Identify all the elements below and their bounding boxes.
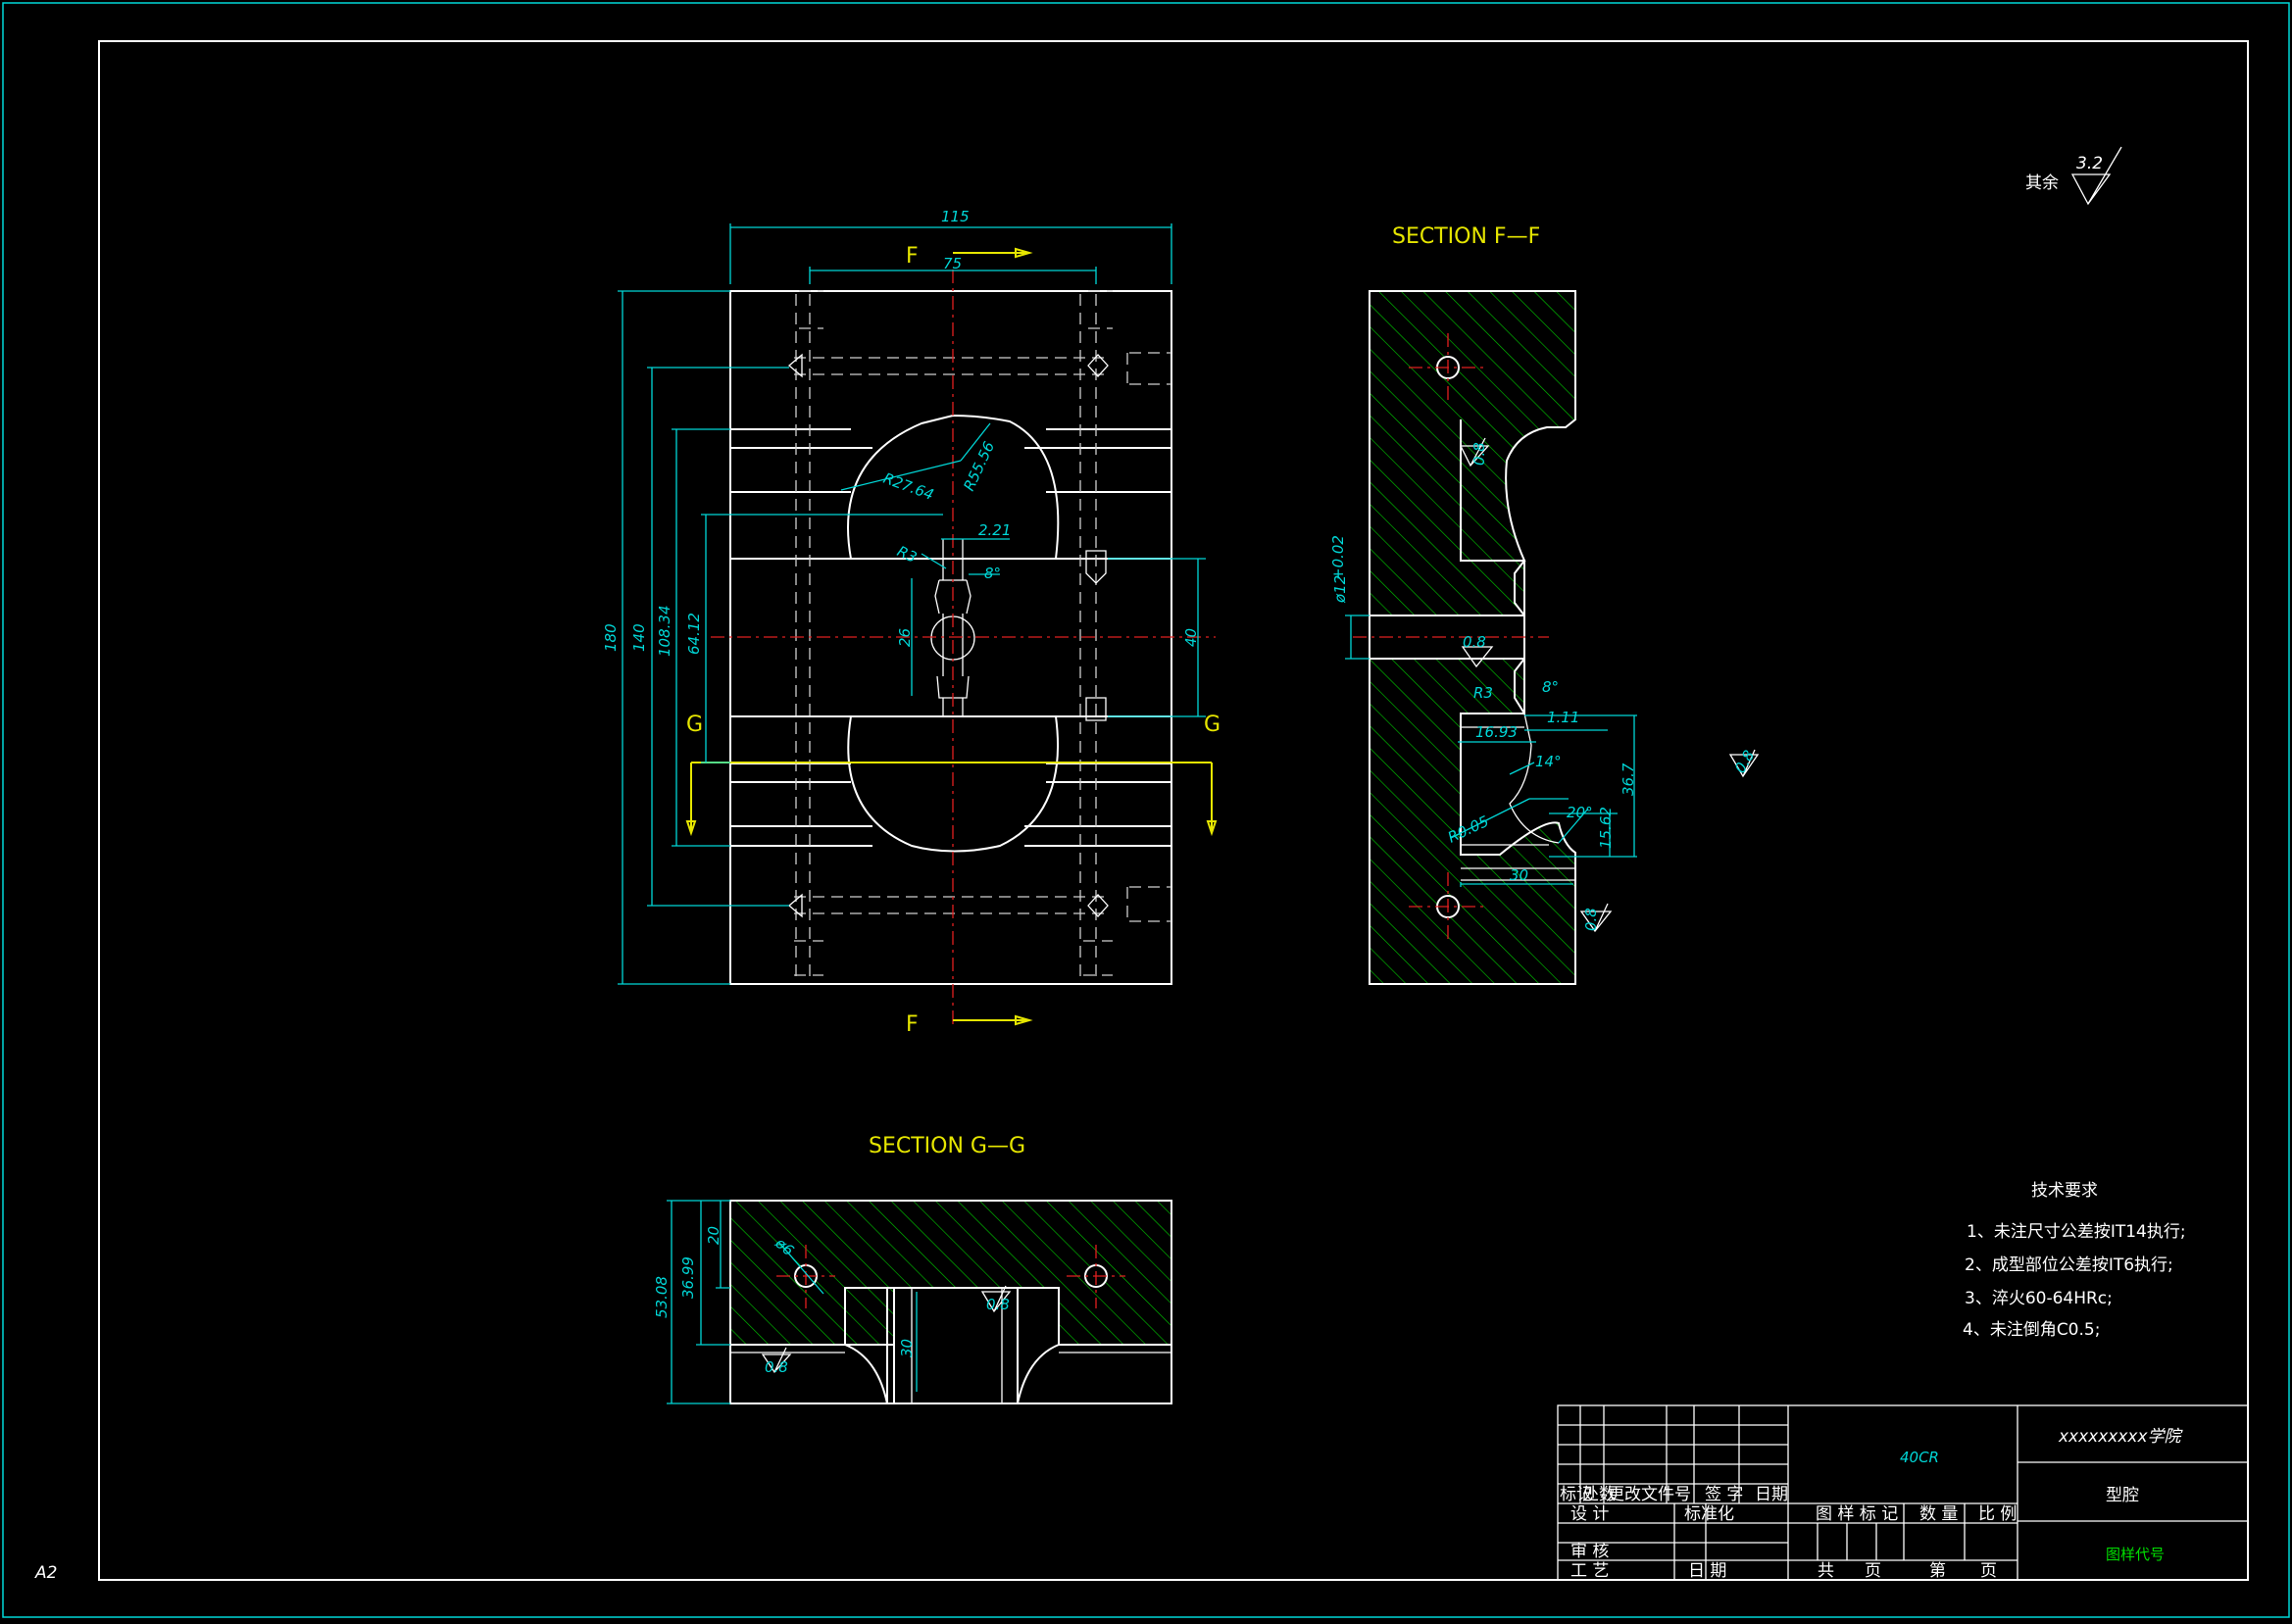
tech-requirement-1: 1、未注尺寸公差按IT14执行;	[1967, 1222, 2186, 1242]
dim-140: 140	[630, 623, 648, 652]
gg-dim-36-99: 36.99	[679, 1256, 697, 1299]
roughness-symbol-icon	[2070, 146, 2122, 206]
dim-115: 115	[941, 208, 970, 225]
main-view: F F G G 115 75 180 140 108.34 64.12 26 4…	[602, 208, 1221, 1037]
title-review: 审 核	[1570, 1542, 1609, 1561]
ff-dim-angle-20: 20°	[1567, 804, 1593, 821]
lower-cavity	[847, 715, 1060, 853]
section-gg-title: SECTION G—G	[869, 1134, 1025, 1158]
section-ff-hatch-top	[1369, 290, 1576, 616]
mark-header-pattern: 图 样 标 记	[1816, 1504, 1898, 1524]
dim-r3: R3	[894, 542, 920, 566]
ff-dim-tol: +0.02	[1329, 535, 1347, 580]
title-process: 工 艺	[1570, 1561, 1609, 1581]
gg-dim-30: 30	[898, 1339, 916, 1357]
ff-dim-1-11: 1.11	[1547, 709, 1579, 726]
section-mark-g-left: G	[686, 713, 703, 737]
inner-border	[98, 40, 2249, 1581]
main-centerlines	[711, 270, 1216, 1024]
section-ff-hatch-bottom	[1369, 658, 1576, 985]
rev-header-doc: 更改文件号	[1608, 1485, 1691, 1504]
rev-header-mark: 标记	[1560, 1485, 1593, 1504]
tech-requirements-title: 技术要求	[2031, 1181, 2098, 1201]
ff-dim-angle-14: 14°	[1535, 753, 1562, 770]
title-material: 40CR	[1900, 1449, 1939, 1466]
rev-header-date: 日期	[1755, 1485, 1788, 1504]
ff-dim-angle-8: 8°	[1542, 678, 1559, 696]
title-standardize: 标准化	[1684, 1504, 1734, 1524]
sheet-num-label: 第	[1929, 1561, 1946, 1581]
ff-dim-dia: ø12	[1331, 575, 1349, 604]
roughness-note: 其余 3.2	[2025, 146, 2122, 206]
section-gg: SECTION G—G 53.08 36.99 20 30 ø6 0.8 0.8	[653, 1134, 1172, 1404]
section-ff-title: SECTION F—F	[1392, 224, 1540, 249]
title-date: 日 期	[1688, 1561, 1726, 1581]
dim-26: 26	[896, 628, 914, 647]
dim-angle-8: 8°	[984, 565, 1001, 582]
dim-2-21: 2.21	[978, 521, 1011, 539]
gg-rough-mid: 0.8	[986, 1296, 1010, 1313]
sheet-total-unit: 页	[1865, 1561, 1881, 1581]
format-label: A2	[34, 1563, 57, 1583]
dim-r27-64: R27.64	[881, 469, 936, 504]
roughness-note-label: 其余	[2025, 173, 2059, 193]
tech-requirement-4: 4、未注倒角C0.5;	[1963, 1320, 2100, 1340]
dim-108-34: 108.34	[656, 606, 673, 658]
section-mark-f-bottom: F	[906, 1012, 919, 1037]
title-design: 设 计	[1570, 1504, 1609, 1524]
rev-header-sign: 签 字	[1705, 1485, 1743, 1504]
section-ff: SECTION F—F ø12 +0.02 0.8 0.8 0.8 0.8 R3…	[1329, 224, 1760, 985]
ff-rough-bottom: 0.8	[1582, 908, 1600, 931]
title-part-name: 型腔	[2106, 1486, 2139, 1505]
dim-r55-56: R55.56	[960, 439, 998, 494]
tech-requirements: 技术要求 1、未注尺寸公差按IT14执行; 2、成型部位公差按IT6执行; 3、…	[1963, 1181, 2186, 1340]
dim-40: 40	[1182, 628, 1200, 647]
mark-header-scale: 比 例	[1978, 1504, 2017, 1524]
ff-dim-36-7: 36.7	[1619, 763, 1637, 796]
ff-rough-mid: 0.8	[1463, 633, 1486, 651]
rev-header-count: 处数	[1582, 1485, 1616, 1504]
title-drawing-no: 图样代号	[2106, 1546, 2165, 1563]
tech-requirement-3: 3、淬火60-64HRc;	[1965, 1289, 2113, 1308]
title-school: xxxxxxxxx学院	[2058, 1427, 2184, 1447]
gg-rough-left: 0.8	[765, 1358, 788, 1376]
ff-dim-15-62: 15.62	[1597, 807, 1615, 849]
gg-dim-20: 20	[705, 1226, 722, 1245]
section-mark-g-right: G	[1204, 713, 1221, 737]
sheet-num-unit: 页	[1980, 1561, 1997, 1581]
roughness-note-value: 3.2	[2076, 154, 2103, 173]
ff-dim-30: 30	[1510, 866, 1528, 884]
sheet-total-label: 共	[1818, 1561, 1834, 1581]
section-mark-f-top: F	[906, 244, 919, 269]
title-block: 40CR xxxxxxxxx学院 型腔 图样代号 标记 处数 更改文件号 签 字…	[1557, 1404, 2249, 1581]
dim-180: 180	[602, 623, 620, 652]
ff-dim-16-93: 16.93	[1475, 723, 1518, 741]
dim-64-12: 64.12	[685, 613, 703, 655]
tech-requirement-2: 2、成型部位公差按IT6执行;	[1965, 1255, 2173, 1275]
dim-75: 75	[943, 255, 962, 272]
mark-header-qty: 数 量	[1919, 1504, 1958, 1524]
gg-dim-53-08: 53.08	[653, 1276, 671, 1318]
ff-rough-top: 0.8	[1470, 442, 1488, 466]
ff-dim-r3: R3	[1473, 684, 1493, 702]
